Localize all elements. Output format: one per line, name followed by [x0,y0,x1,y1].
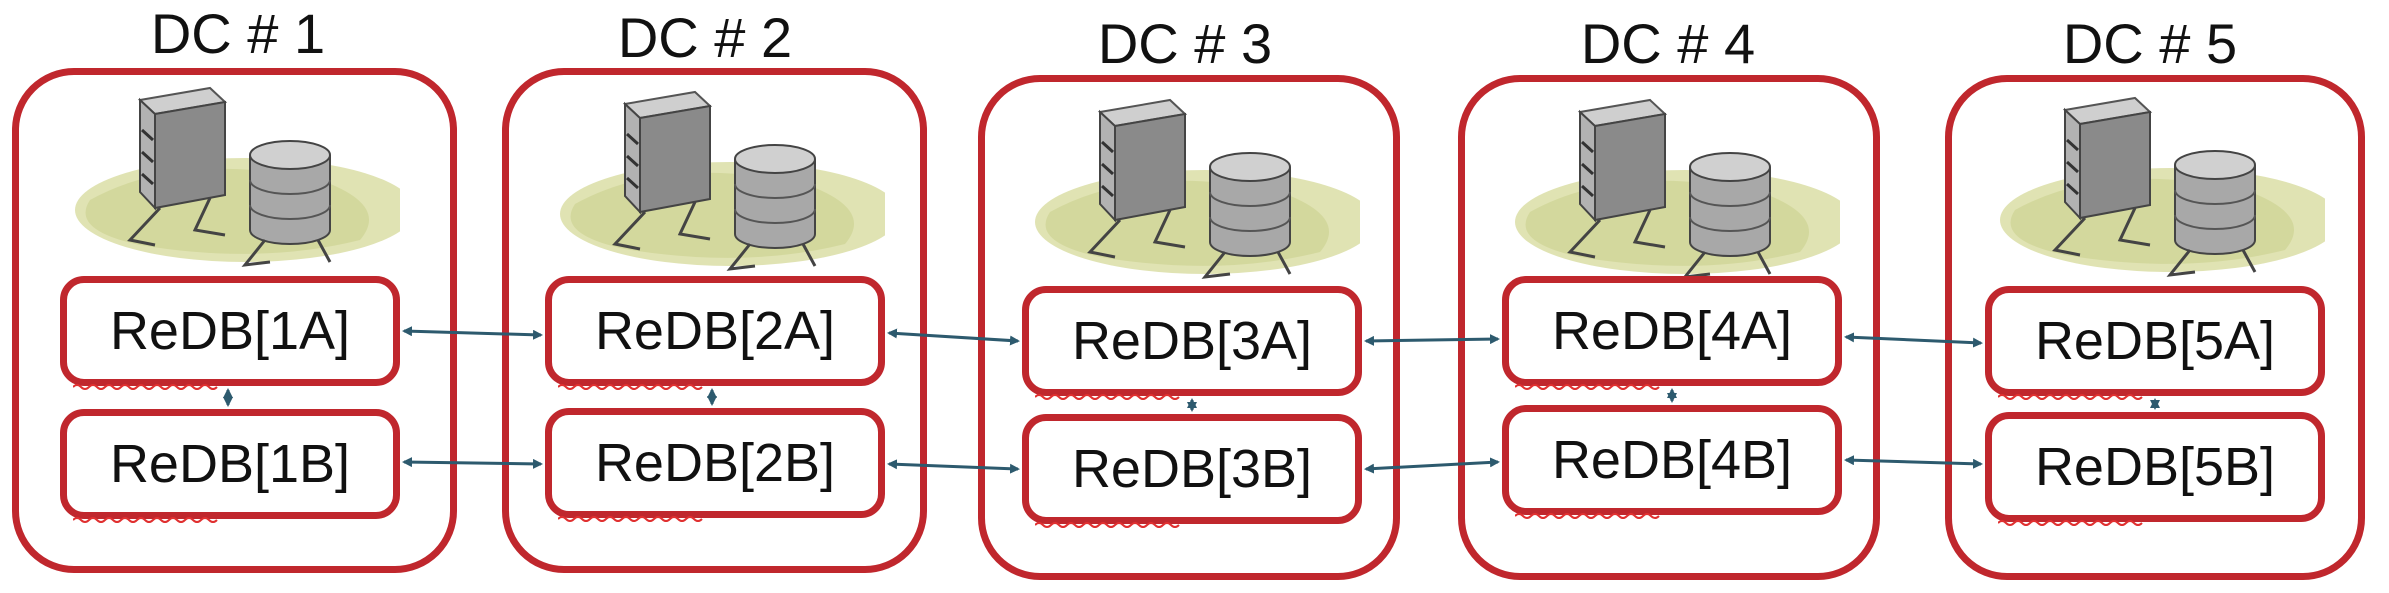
server-database-illustration [560,90,885,271]
spellcheck-underline [1035,394,1180,400]
node-label: ReDB[3B] [1071,439,1313,499]
server-database-illustration [1035,98,1360,279]
node-label: ReDB[1B] [109,434,351,494]
spellcheck-underline [1998,394,2143,400]
server-database-illustration [2000,96,2325,277]
server-icon [127,86,228,247]
node-label: ReDB[5B] [2034,437,2276,497]
database-icon [2166,150,2257,277]
spellcheck-underline [73,384,218,390]
spellcheck-underline [558,384,703,390]
spellcheck-underline [1998,520,2143,526]
dc-title: DC # 2 [617,6,793,69]
dc-title: DC # 1 [150,2,326,65]
spellcheck-underline [1035,522,1180,528]
server-database-illustration [75,86,400,267]
spellcheck-underline [73,517,218,523]
node-label: ReDB[2B] [594,433,836,493]
redb-node-3a: ReDB[3A] [1022,286,1362,400]
node-label: ReDB[5A] [2034,311,2276,371]
dc-title: DC # 5 [2062,12,2238,75]
server-icon [612,90,713,251]
redb-node-2a: ReDB[2A] [545,276,885,390]
server-database-illustration [1515,98,1840,279]
dc-title: DC # 4 [1580,12,1756,75]
node-label: ReDB[4A] [1551,301,1793,361]
redb-node-5a: ReDB[5A] [1985,286,2325,400]
database-icon [1201,152,1292,279]
redb-node-1b: ReDB[1B] [60,409,400,523]
node-label: ReDB[4B] [1551,430,1793,490]
node-label: ReDB[1A] [109,301,351,361]
server-icon [1087,98,1188,259]
database-icon [241,140,332,267]
redb-node-4b: ReDB[4B] [1502,405,1842,519]
spellcheck-underline [558,516,703,522]
node-label: ReDB[3A] [1071,311,1313,371]
dc-title: DC # 3 [1097,12,1273,75]
redb-node-1a: ReDB[1A] [60,276,400,390]
spellcheck-underline [1515,513,1660,519]
database-icon [1681,152,1772,279]
redb-node-5b: ReDB[5B] [1985,412,2325,526]
spellcheck-underline [1515,384,1660,390]
database-icon [726,144,817,271]
redb-node-3b: ReDB[3B] [1022,414,1362,528]
node-label: ReDB[2A] [594,301,836,361]
server-icon [2052,96,2153,257]
redb-node-2b: ReDB[2B] [545,408,885,522]
redb-node-4a: ReDB[4A] [1502,276,1842,390]
server-icon [1567,98,1668,259]
